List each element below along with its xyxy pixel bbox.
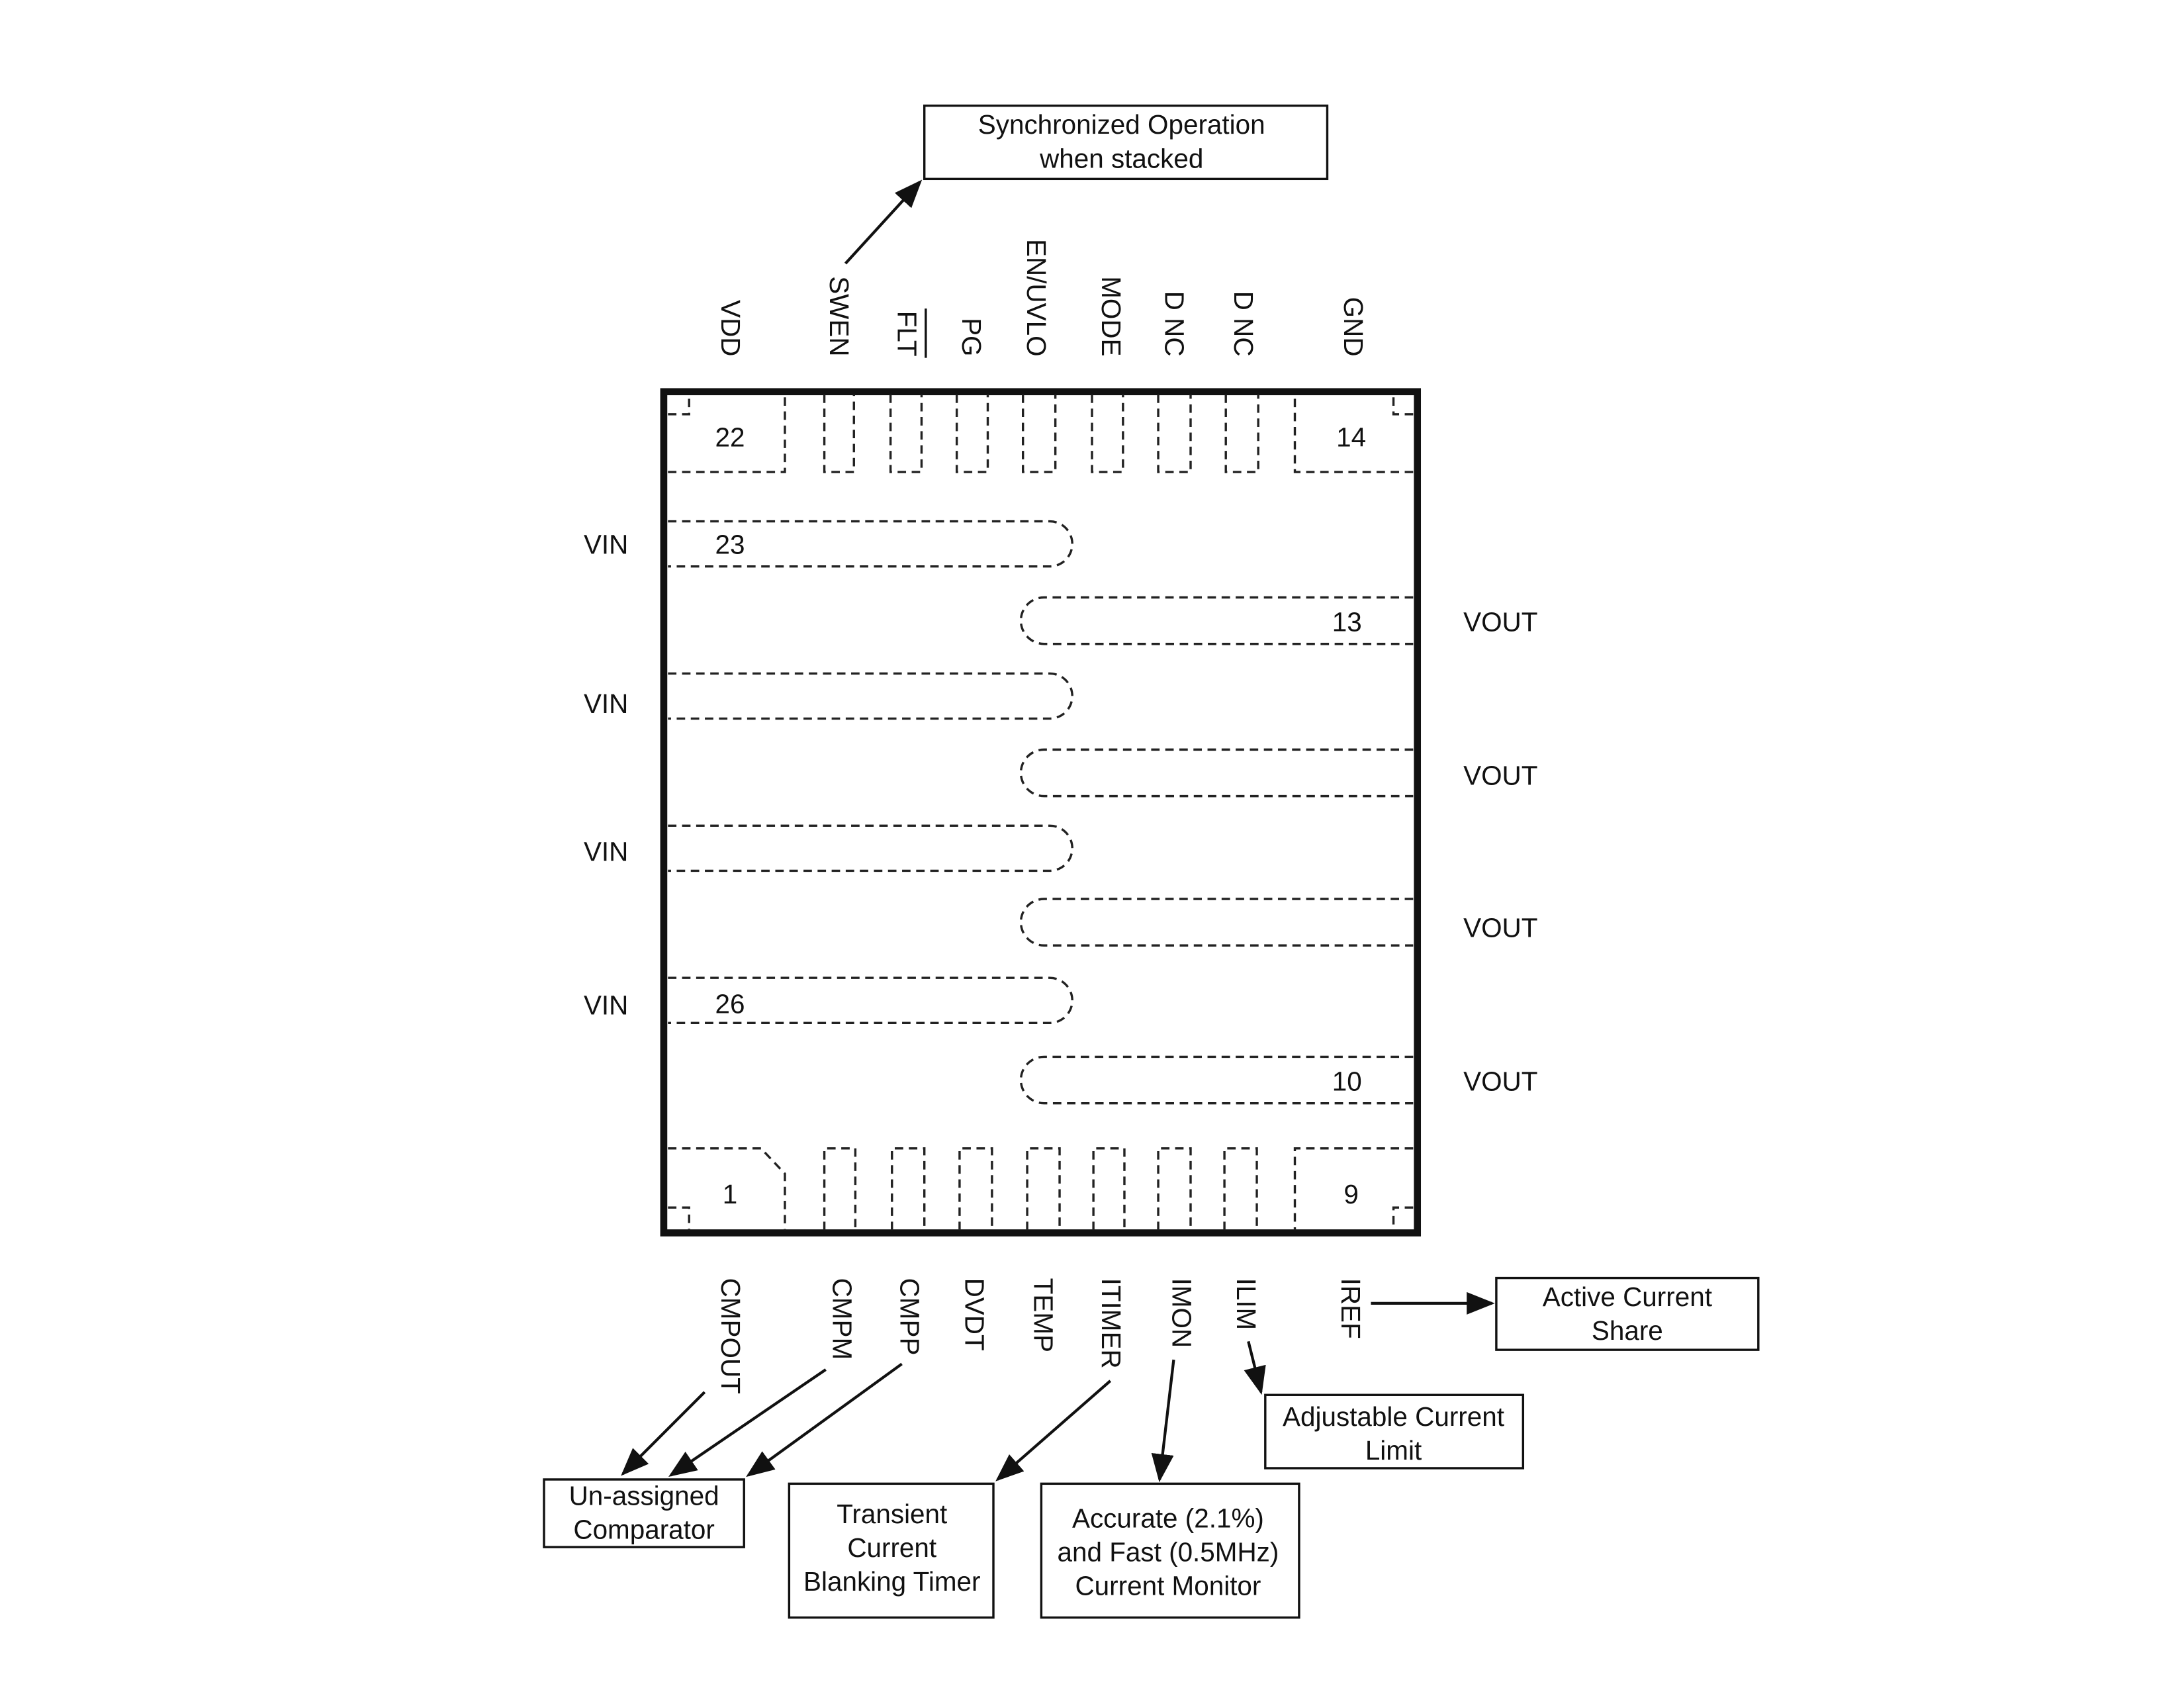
pin-label-vout: VOUT — [1463, 761, 1537, 791]
pin-label-vdd: VDD — [715, 300, 746, 356]
corner-marker — [1392, 394, 1414, 416]
arrow-swen — [844, 179, 923, 265]
pin-label-cmpout: CMPOUT — [715, 1278, 746, 1394]
pin-number-1: 1 — [723, 1179, 738, 1209]
vin-fingers — [668, 520, 1073, 1025]
pin-number-22: 22 — [715, 422, 745, 453]
pin-label-vin: VIN — [584, 990, 628, 1021]
pad-22 — [668, 394, 786, 473]
pin-label-en-uvlo: EN/UVLO — [1021, 239, 1052, 357]
pin-label-vin: VIN — [584, 688, 628, 719]
pin-label-vin: VIN — [584, 837, 628, 867]
top-signal-pads — [823, 394, 1259, 473]
pin-label-temp: TEMP — [1028, 1278, 1059, 1352]
corner-marker — [668, 394, 690, 416]
svg-text:Share: Share — [1592, 1315, 1663, 1346]
pin-label-vin: VIN — [584, 530, 628, 560]
pin-label-ilim: ILIM — [1231, 1278, 1261, 1331]
callout-adj-limit: Adjustable Current Limit — [1264, 1393, 1525, 1470]
svg-text:Limit: Limit — [1365, 1435, 1422, 1466]
arrow-cmpm — [668, 1368, 827, 1477]
svg-text:Current Monitor: Current Monitor — [1075, 1571, 1261, 1601]
pin-label-dnc: D NC — [1228, 291, 1259, 357]
callout-sync: Synchronized Operation when stacked — [923, 104, 1329, 181]
pin-label-gnd: GND — [1338, 297, 1369, 357]
pin-label-itimer: ITIMER — [1096, 1278, 1126, 1369]
bottom-signal-pads — [823, 1147, 1258, 1231]
pin-label-swen: SWEN — [824, 276, 854, 356]
pin-number-23: 23 — [715, 530, 745, 560]
svg-text:Blanking Timer: Blanking Timer — [803, 1566, 980, 1597]
svg-text:Adjustable Current: Adjustable Current — [1283, 1401, 1504, 1432]
svg-text:Active Current: Active Current — [1543, 1282, 1712, 1312]
arrow-cmpout — [621, 1391, 706, 1476]
package-outline — [660, 388, 1422, 1237]
svg-text:and Fast (0.5MHz): and Fast (0.5MHz) — [1058, 1536, 1279, 1567]
pin-number-9: 9 — [1343, 1179, 1359, 1209]
pin-label-mode: MODE — [1096, 276, 1126, 356]
pin-label-dnc: D NC — [1160, 291, 1190, 357]
arrow-itimer — [995, 1380, 1112, 1481]
svg-text:Transient: Transient — [837, 1499, 947, 1529]
pin-number-13: 13 — [1332, 607, 1362, 637]
pin-label-vout: VOUT — [1463, 912, 1537, 943]
callout-timer: Transient Current Blanking Timer — [788, 1482, 995, 1619]
vout-fingers — [1019, 596, 1414, 1105]
pad-9 — [1293, 1147, 1414, 1231]
corner-marker — [668, 1206, 690, 1231]
pin-label-vout: VOUT — [1463, 607, 1537, 637]
callout-active-share: Active Current Share — [1495, 1276, 1760, 1351]
pin-label-iref: IREF — [1336, 1278, 1366, 1339]
pin-label-dvdt: DVDT — [959, 1278, 989, 1351]
pad-14 — [1293, 394, 1414, 473]
pin-label-cmpp: CMPP — [895, 1278, 925, 1356]
pin-label-vout: VOUT — [1463, 1066, 1537, 1096]
svg-text:Accurate (2.1%): Accurate (2.1%) — [1072, 1503, 1264, 1533]
svg-text:Un-assigned: Un-assigned — [569, 1480, 719, 1511]
callout-monitor: Accurate (2.1%) and Fast (0.5MHz) Curren… — [1040, 1482, 1300, 1619]
pin-number-14: 14 — [1336, 422, 1366, 453]
bottom-pin-labels: CMPOUT CMPM CMPP DVDT TEMP ITIMER IMON I… — [715, 1278, 1366, 1394]
callout-comparator: Un-assigned Comparator — [543, 1478, 745, 1548]
svg-text:Comparator: Comparator — [573, 1514, 715, 1544]
arrow-cmpp — [746, 1362, 903, 1477]
svg-text:when stacked: when stacked — [1039, 143, 1203, 173]
pin-label-flt: FLT — [891, 311, 922, 357]
top-pin-labels: VDD SWEN FLT PG EN/UVLO MODE D NC D NC G… — [715, 239, 1369, 358]
arrow-ilim — [1244, 1340, 1266, 1395]
pin-label-pg: PG — [956, 318, 987, 356]
vin-labels: VIN VIN VIN VIN — [584, 530, 628, 1021]
pin-number-26: 26 — [715, 988, 745, 1019]
pin-label-imon: IMON — [1166, 1278, 1197, 1348]
corner-marker — [1392, 1206, 1414, 1231]
pin-label-cmpm: CMPM — [827, 1278, 857, 1360]
pad-1 — [668, 1147, 786, 1231]
svg-text:Current: Current — [847, 1532, 936, 1563]
arrow-imon — [1151, 1359, 1175, 1483]
svg-text:Synchronized Operation: Synchronized Operation — [978, 109, 1265, 140]
pin-number-10: 10 — [1332, 1066, 1362, 1096]
vout-labels: VOUT VOUT VOUT VOUT — [1463, 607, 1537, 1097]
